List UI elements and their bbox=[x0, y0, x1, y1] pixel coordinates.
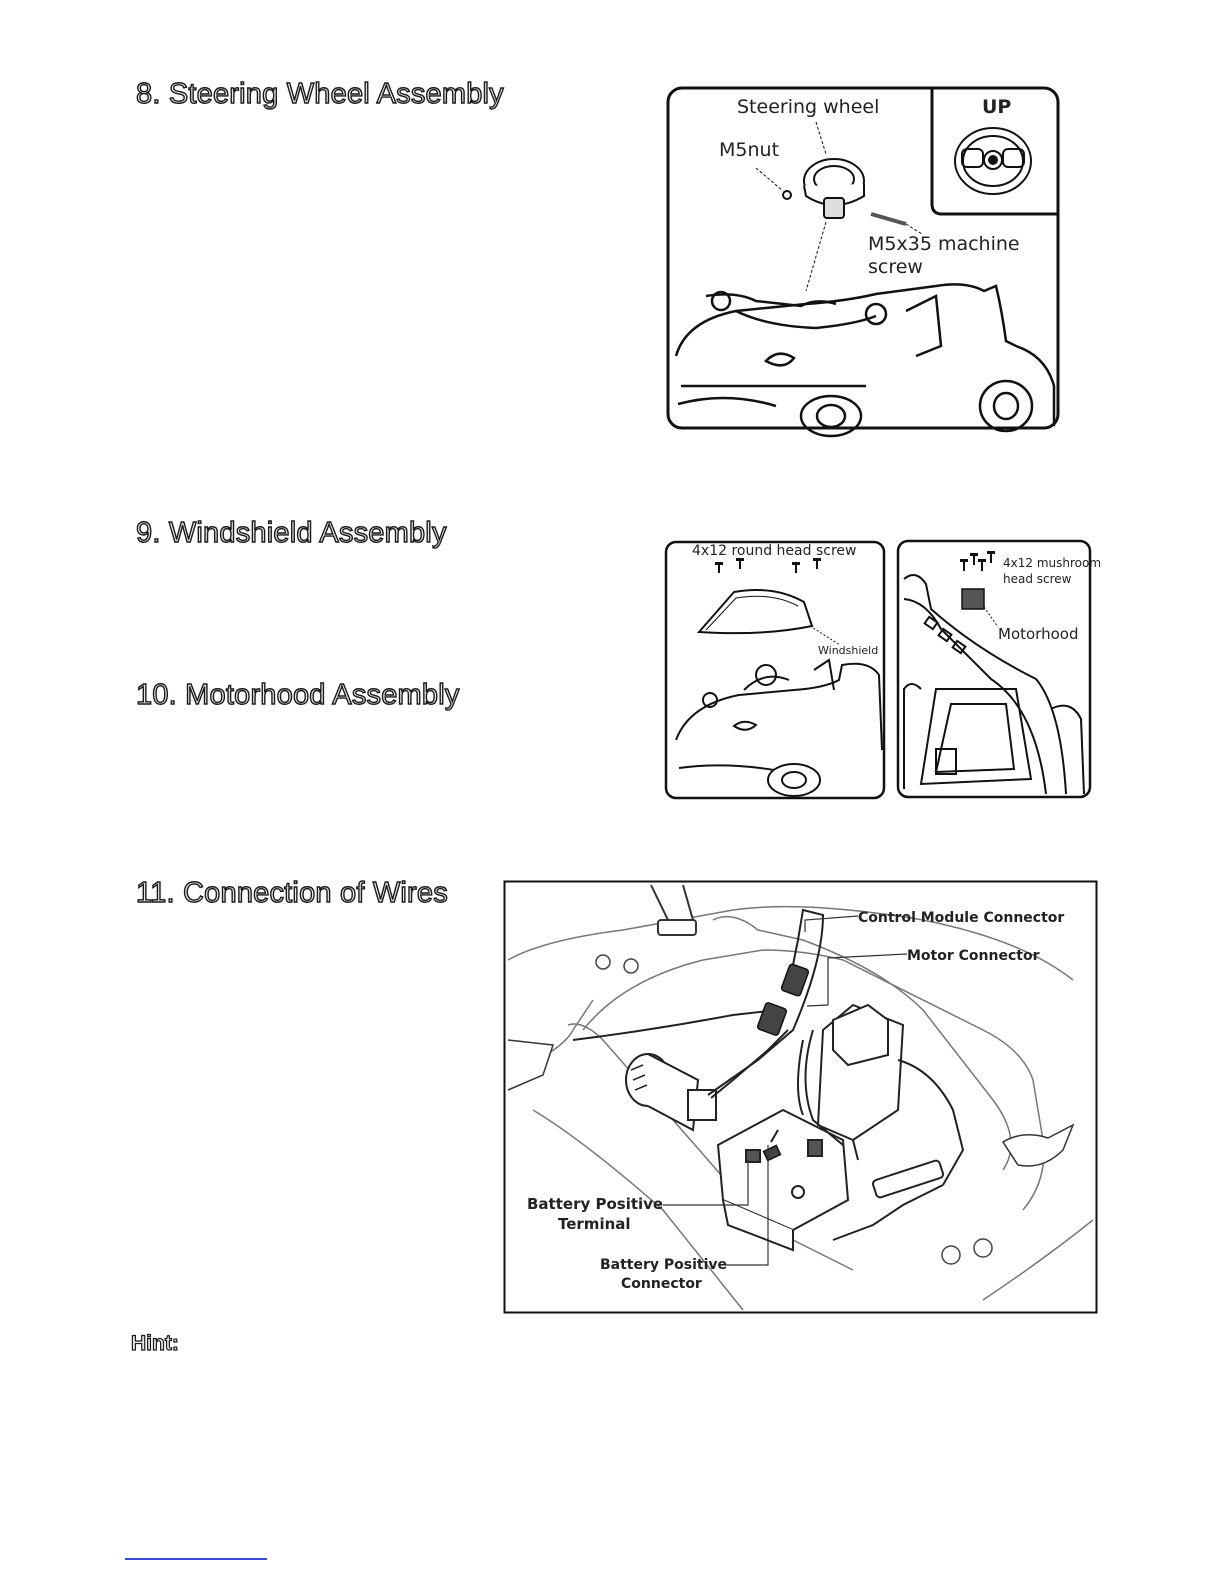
motor-connector-label: Motor Connector bbox=[907, 948, 1040, 964]
section-title-steering: 8. Steering Wheel Assembly bbox=[135, 77, 504, 110]
mushroom-screw-label-2: head screw bbox=[1003, 572, 1072, 586]
windshield-part bbox=[696, 589, 814, 635]
footnote-separator bbox=[125, 1558, 267, 1560]
battery-positive-connector-label-2: Connector bbox=[621, 1276, 702, 1292]
section-title-wires: 11. Connection of Wires bbox=[135, 876, 448, 909]
control-module-connector-label: Control Module Connector bbox=[858, 910, 1064, 926]
hint-label: Hint: bbox=[130, 1331, 179, 1355]
battery-positive-connector-label-1: Battery Positive bbox=[600, 1257, 727, 1273]
motorhood-label: Motorhood bbox=[998, 625, 1078, 643]
wires-figure: Control Module Connector Motor Connector… bbox=[503, 880, 1099, 1315]
steering-wheel-figure: UP Steering wheel M5nut M5x35 machine sc… bbox=[666, 86, 1062, 438]
steering-wheel-part bbox=[755, 121, 923, 292]
mushroom-screw-label-1: 4x12 mushroom bbox=[1003, 556, 1101, 570]
battery-positive-terminal-label-1: Battery Positive bbox=[527, 1195, 663, 1213]
m5nut-label: M5nut bbox=[719, 139, 779, 161]
section-title-windshield: 9. Windshield Assembly bbox=[135, 516, 447, 549]
motor-icon bbox=[625, 1053, 717, 1132]
machine-screw-label-1: M5x35 machine bbox=[868, 233, 1020, 255]
steering-wheel-up-icon bbox=[954, 127, 1032, 195]
battery-box bbox=[716, 1108, 850, 1252]
motorhood-part bbox=[961, 588, 985, 610]
round-head-screw-label: 4x12 round head screw bbox=[692, 543, 856, 559]
control-module-box bbox=[816, 1003, 905, 1161]
steering-wheel-label: Steering wheel bbox=[737, 96, 879, 118]
car-body bbox=[903, 574, 1085, 795]
callout-lines bbox=[663, 915, 908, 1266]
screw-icon bbox=[715, 558, 821, 573]
battery-positive-terminal-label-2: Terminal bbox=[558, 1215, 631, 1233]
up-label: UP bbox=[982, 96, 1011, 118]
seat-pillar bbox=[650, 884, 697, 936]
motorhood-figure: 4x12 mushroom head screw Motorhood bbox=[896, 539, 1101, 799]
car-body bbox=[675, 658, 883, 797]
motor-connector-plug bbox=[756, 963, 810, 1162]
machine-screw-label-2: screw bbox=[868, 256, 923, 278]
section-title-motorhood: 10. Motorhood Assembly bbox=[135, 678, 460, 711]
car-body bbox=[674, 283, 1056, 438]
windshield-label: Windshield bbox=[818, 644, 878, 657]
mushroom-screw-icon bbox=[960, 551, 995, 571]
wiring-harness bbox=[572, 908, 965, 1241]
windshield-figure: 4x12 round head screw Windshield bbox=[664, 540, 886, 800]
